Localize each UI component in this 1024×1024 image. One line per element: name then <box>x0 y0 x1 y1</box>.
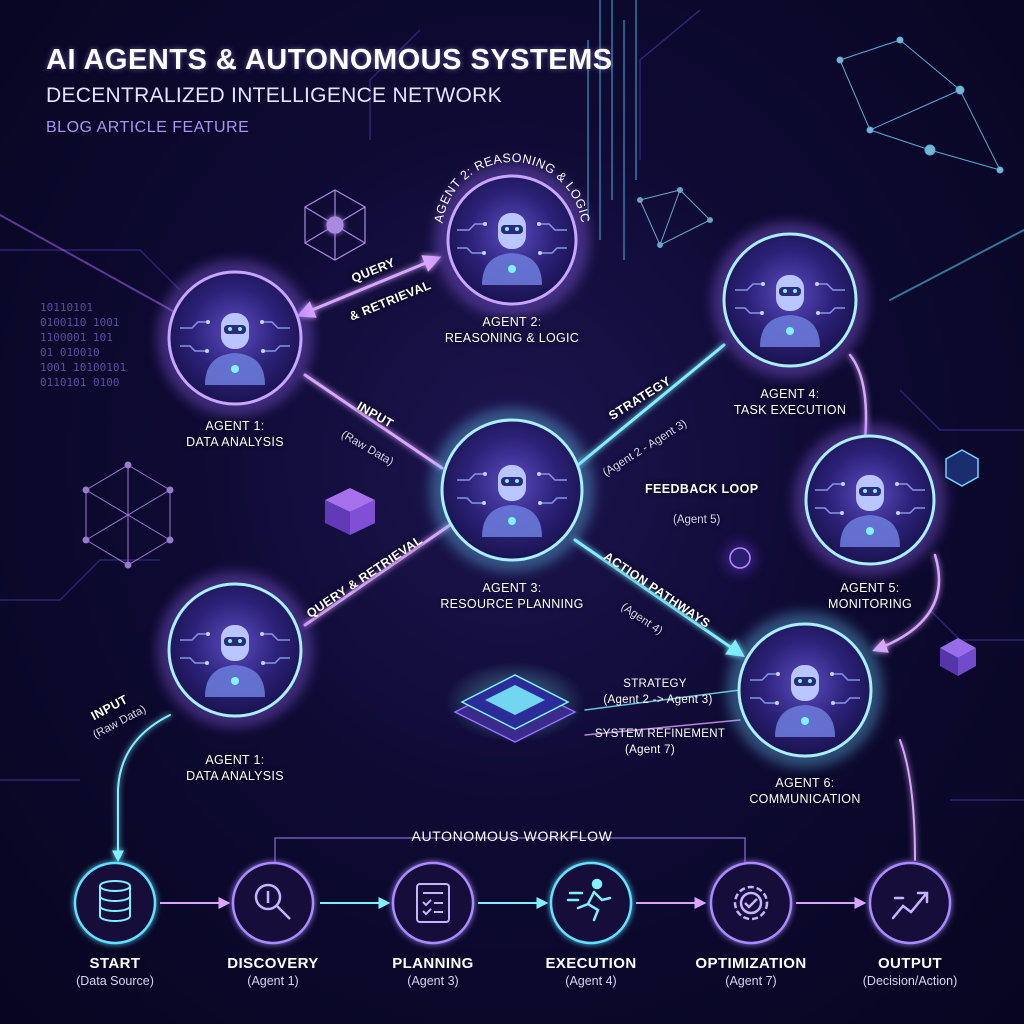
system-refinement-label: SYSTEM REFINEMENT <box>594 728 726 740</box>
workflow-step-label: OPTIMIZATION (Agent 7) <box>695 955 807 988</box>
workflow-step-optimization[interactable] <box>709 861 793 945</box>
data-stream-lines <box>587 0 637 260</box>
page-title: AI AGENTS & AUTONOMOUS SYSTEMS <box>46 44 613 76</box>
workflow-step-execution[interactable] <box>549 861 633 945</box>
binary-code-block: 10110101 0100110 1001 1100001 101 01 010… <box>40 300 160 390</box>
glowing-orb <box>724 542 756 574</box>
binary-row: 0110101 0100 <box>40 376 120 389</box>
agent2-label: AGENT 2:REASONING & LOGIC <box>444 315 580 345</box>
agent2-node[interactable] <box>434 162 590 318</box>
strategy-center-sub: (Agent 2 -> Agent 3) <box>603 694 713 706</box>
stacked-cube-left <box>325 488 375 535</box>
agent4-node[interactable] <box>712 222 868 378</box>
agent6-label: AGENT 6:COMMUNICATION <box>749 776 861 806</box>
trend-arrow-icon <box>891 891 929 920</box>
binary-row: 10110101 <box>40 301 93 314</box>
running-icon <box>566 878 612 922</box>
system-refinement-sub: (Agent 7) <box>624 744 675 756</box>
cube-right <box>940 638 976 676</box>
feedback-loop-label: FEEDBACK LOOP <box>645 482 759 496</box>
workflow-step-planning[interactable] <box>391 861 475 945</box>
center-processor-chip <box>445 662 585 743</box>
agent1-bottom-node[interactable] <box>157 572 313 728</box>
feedback-loop-sub: (Agent 5) <box>673 514 721 526</box>
node-mesh-right <box>637 187 713 248</box>
agent1-top-label: AGENT 1:DATA ANALYSIS <box>186 419 284 449</box>
background-circuit-lines <box>0 9 1024 801</box>
agent5-node[interactable] <box>794 424 946 576</box>
binary-row: 0100110 1001 <box>40 316 120 329</box>
agent1-bottom-label: AGENT 1:DATA ANALYSIS <box>186 753 284 783</box>
crystal-polyhedron-left <box>304 189 366 261</box>
agent3-node[interactable] <box>430 408 594 572</box>
binary-row: 01 010010 <box>40 346 100 359</box>
workflow-step-discovery[interactable] <box>231 861 315 945</box>
magnifier-icon <box>254 883 291 920</box>
workflow-step-start[interactable] <box>73 861 157 945</box>
agent3-label: AGENT 3:RESOURCE PLANNING <box>440 581 584 611</box>
workflow-step-output[interactable] <box>868 861 952 945</box>
binary-row: 1001 10100101 <box>40 361 127 374</box>
workflow-step-label: OUTPUT (Decision/Action) <box>862 955 958 988</box>
node-mesh-left <box>82 461 174 569</box>
checklist-icon <box>416 883 450 923</box>
agent5-label: AGENT 5:MONITORING <box>827 581 913 611</box>
workflow-step-label: START (Data Source) <box>76 955 154 988</box>
strategy-center-label: STRATEGY <box>623 678 687 690</box>
workflow-title: AUTONOMOUS WORKFLOW <box>411 828 613 844</box>
binary-row: 1100001 101 <box>40 331 113 344</box>
article-badge: BLOG ARTICLE FEATURE <box>46 119 250 136</box>
gear-check-icon <box>733 885 769 921</box>
constellation-graphic <box>836 36 1004 174</box>
agent6-node[interactable] <box>727 612 883 768</box>
agent1-top-node[interactable] <box>157 260 313 416</box>
hexagon-chip-right <box>945 449 979 487</box>
workflow-step-label: EXECUTION (Agent 4) <box>545 955 637 988</box>
workflow-step-label: DISCOVERY (Agent 1) <box>227 955 319 988</box>
agent4-label: AGENT 4:TASK EXECUTION <box>733 387 847 417</box>
workflow-step-label: PLANNING (Agent 3) <box>392 955 474 988</box>
page-subtitle: DECENTRALIZED INTELLIGENCE NETWORK <box>46 84 502 107</box>
database-icon <box>99 880 131 922</box>
